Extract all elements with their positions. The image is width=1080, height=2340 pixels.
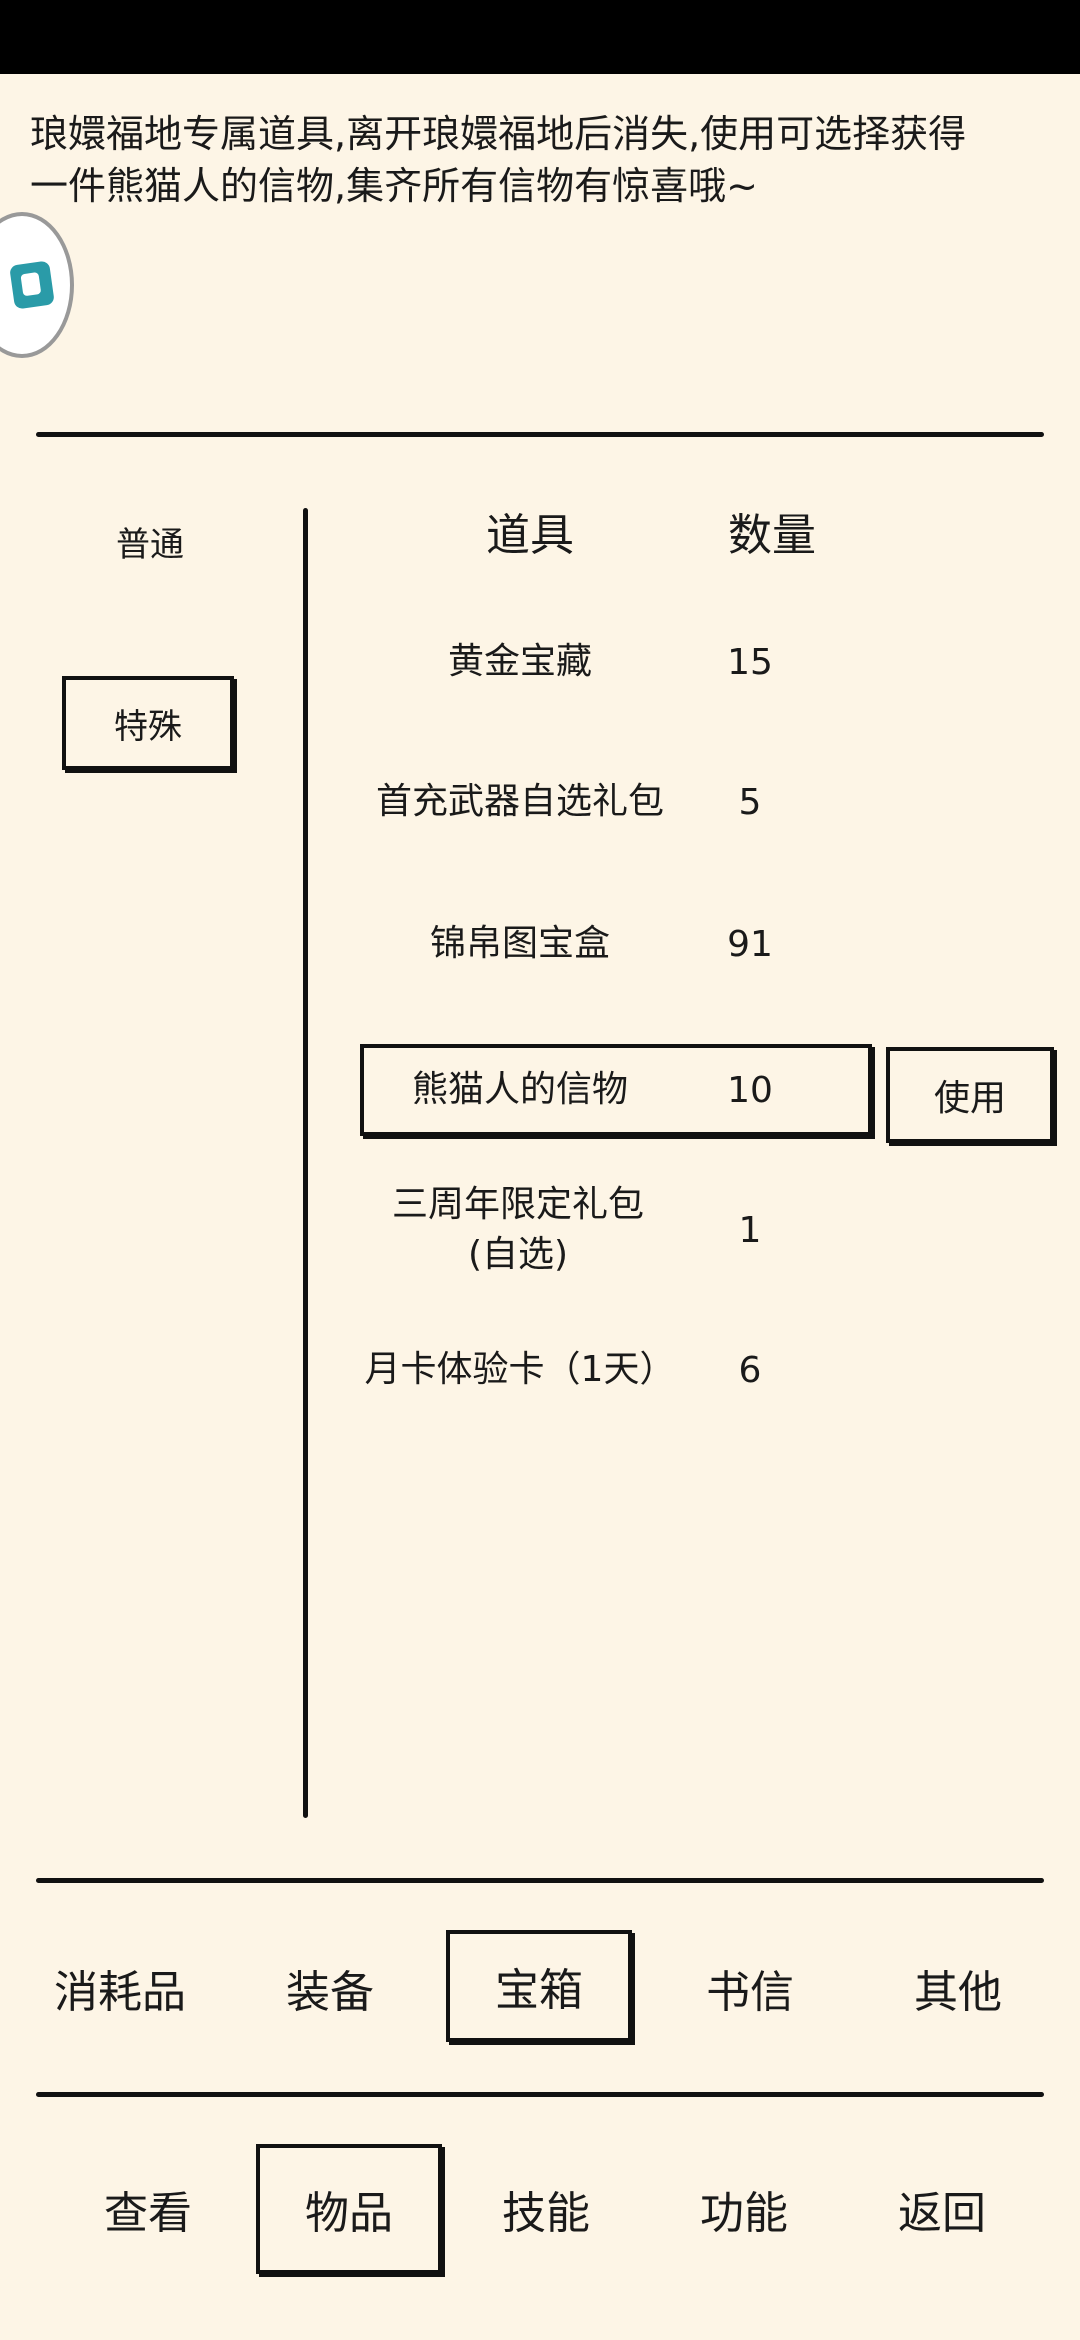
column-divider xyxy=(303,508,308,1818)
nav-skills[interactable]: 技能 xyxy=(456,2150,636,2268)
use-button[interactable]: 使用 xyxy=(886,1047,1054,1143)
tab-other[interactable]: 其他 xyxy=(868,1932,1048,2044)
tab-label: 消耗品 xyxy=(54,1967,186,2018)
item-name: 月卡体验卡（1天） xyxy=(364,1349,676,1390)
item-name: 锦帛图宝盒 xyxy=(429,923,610,964)
category-normal-label: 普通 xyxy=(116,525,184,565)
category-special-label: 特殊 xyxy=(114,707,182,747)
tab-label: 宝箱 xyxy=(495,1965,583,2016)
tab-letters[interactable]: 书信 xyxy=(660,1932,840,2044)
category-normal[interactable]: 普通 xyxy=(62,498,238,592)
nav-items[interactable]: 物品 xyxy=(256,2144,442,2274)
top-divider xyxy=(36,432,1044,437)
item-qty: 6 xyxy=(738,1349,762,1391)
item-name: 黄金宝藏 xyxy=(447,641,592,682)
nav-label: 返回 xyxy=(898,2188,986,2239)
item-qty: 91 xyxy=(727,923,773,965)
item-row-silk-box[interactable]: 锦帛图宝盒 91 xyxy=(360,898,872,990)
item-name: 首充武器自选礼包 xyxy=(375,781,664,822)
header-item: 道具 xyxy=(486,510,574,561)
category-special[interactable]: 特殊 xyxy=(62,676,234,770)
item-qty: 1 xyxy=(738,1209,762,1251)
tab-label: 书信 xyxy=(706,1967,794,2018)
tab-label: 其他 xyxy=(914,1967,1002,2018)
bottom-divider xyxy=(36,2092,1044,2097)
item-row-weapon-pack[interactable]: 首充武器自选礼包 5 xyxy=(360,756,872,848)
item-row-panda-token[interactable]: 熊猫人的信物 10 xyxy=(360,1044,872,1136)
header-quantity: 数量 xyxy=(728,510,816,561)
app-badge-icon xyxy=(9,260,55,310)
item-description: 琅嬛福地专属道具,离开琅嬛福地后消失,使用可选择获得 一件熊猫人的信物,集齐所有… xyxy=(30,108,1040,212)
item-row-monthly-card[interactable]: 月卡体验卡（1天） 6 xyxy=(360,1324,872,1416)
use-button-label: 使用 xyxy=(933,1078,1006,1119)
tab-equipment[interactable]: 装备 xyxy=(240,1932,420,2044)
status-bar xyxy=(0,0,1080,74)
nav-back[interactable]: 返回 xyxy=(852,2150,1032,2268)
middle-divider xyxy=(36,1878,1044,1883)
item-name: 三周年限定礼包(自选) xyxy=(391,1184,644,1275)
item-row-gold-treasure[interactable]: 黄金宝藏 15 xyxy=(360,616,872,708)
item-qty: 15 xyxy=(727,641,773,683)
description-line-2: 一件熊猫人的信物,集齐所有信物有惊喜哦~ xyxy=(30,164,758,208)
floating-bubble[interactable] xyxy=(0,212,74,358)
nav-label: 物品 xyxy=(305,2188,393,2239)
item-row-anniversary-pack[interactable]: 三周年限定礼包(自选) 1 xyxy=(360,1180,872,1280)
nav-label: 技能 xyxy=(502,2188,590,2239)
item-qty: 5 xyxy=(738,781,762,823)
item-name: 熊猫人的信物 xyxy=(411,1069,628,1110)
description-line-1: 琅嬛福地专属道具,离开琅嬛福地后消失,使用可选择获得 xyxy=(30,112,967,156)
nav-label: 功能 xyxy=(700,2188,788,2239)
item-qty: 10 xyxy=(727,1069,773,1111)
tab-consumables[interactable]: 消耗品 xyxy=(30,1932,210,2044)
nav-label: 查看 xyxy=(104,2188,192,2239)
tab-treasure-chest[interactable]: 宝箱 xyxy=(446,1930,632,2042)
nav-functions[interactable]: 功能 xyxy=(654,2150,834,2268)
tab-label: 装备 xyxy=(286,1967,374,2018)
nav-view[interactable]: 查看 xyxy=(58,2150,238,2268)
